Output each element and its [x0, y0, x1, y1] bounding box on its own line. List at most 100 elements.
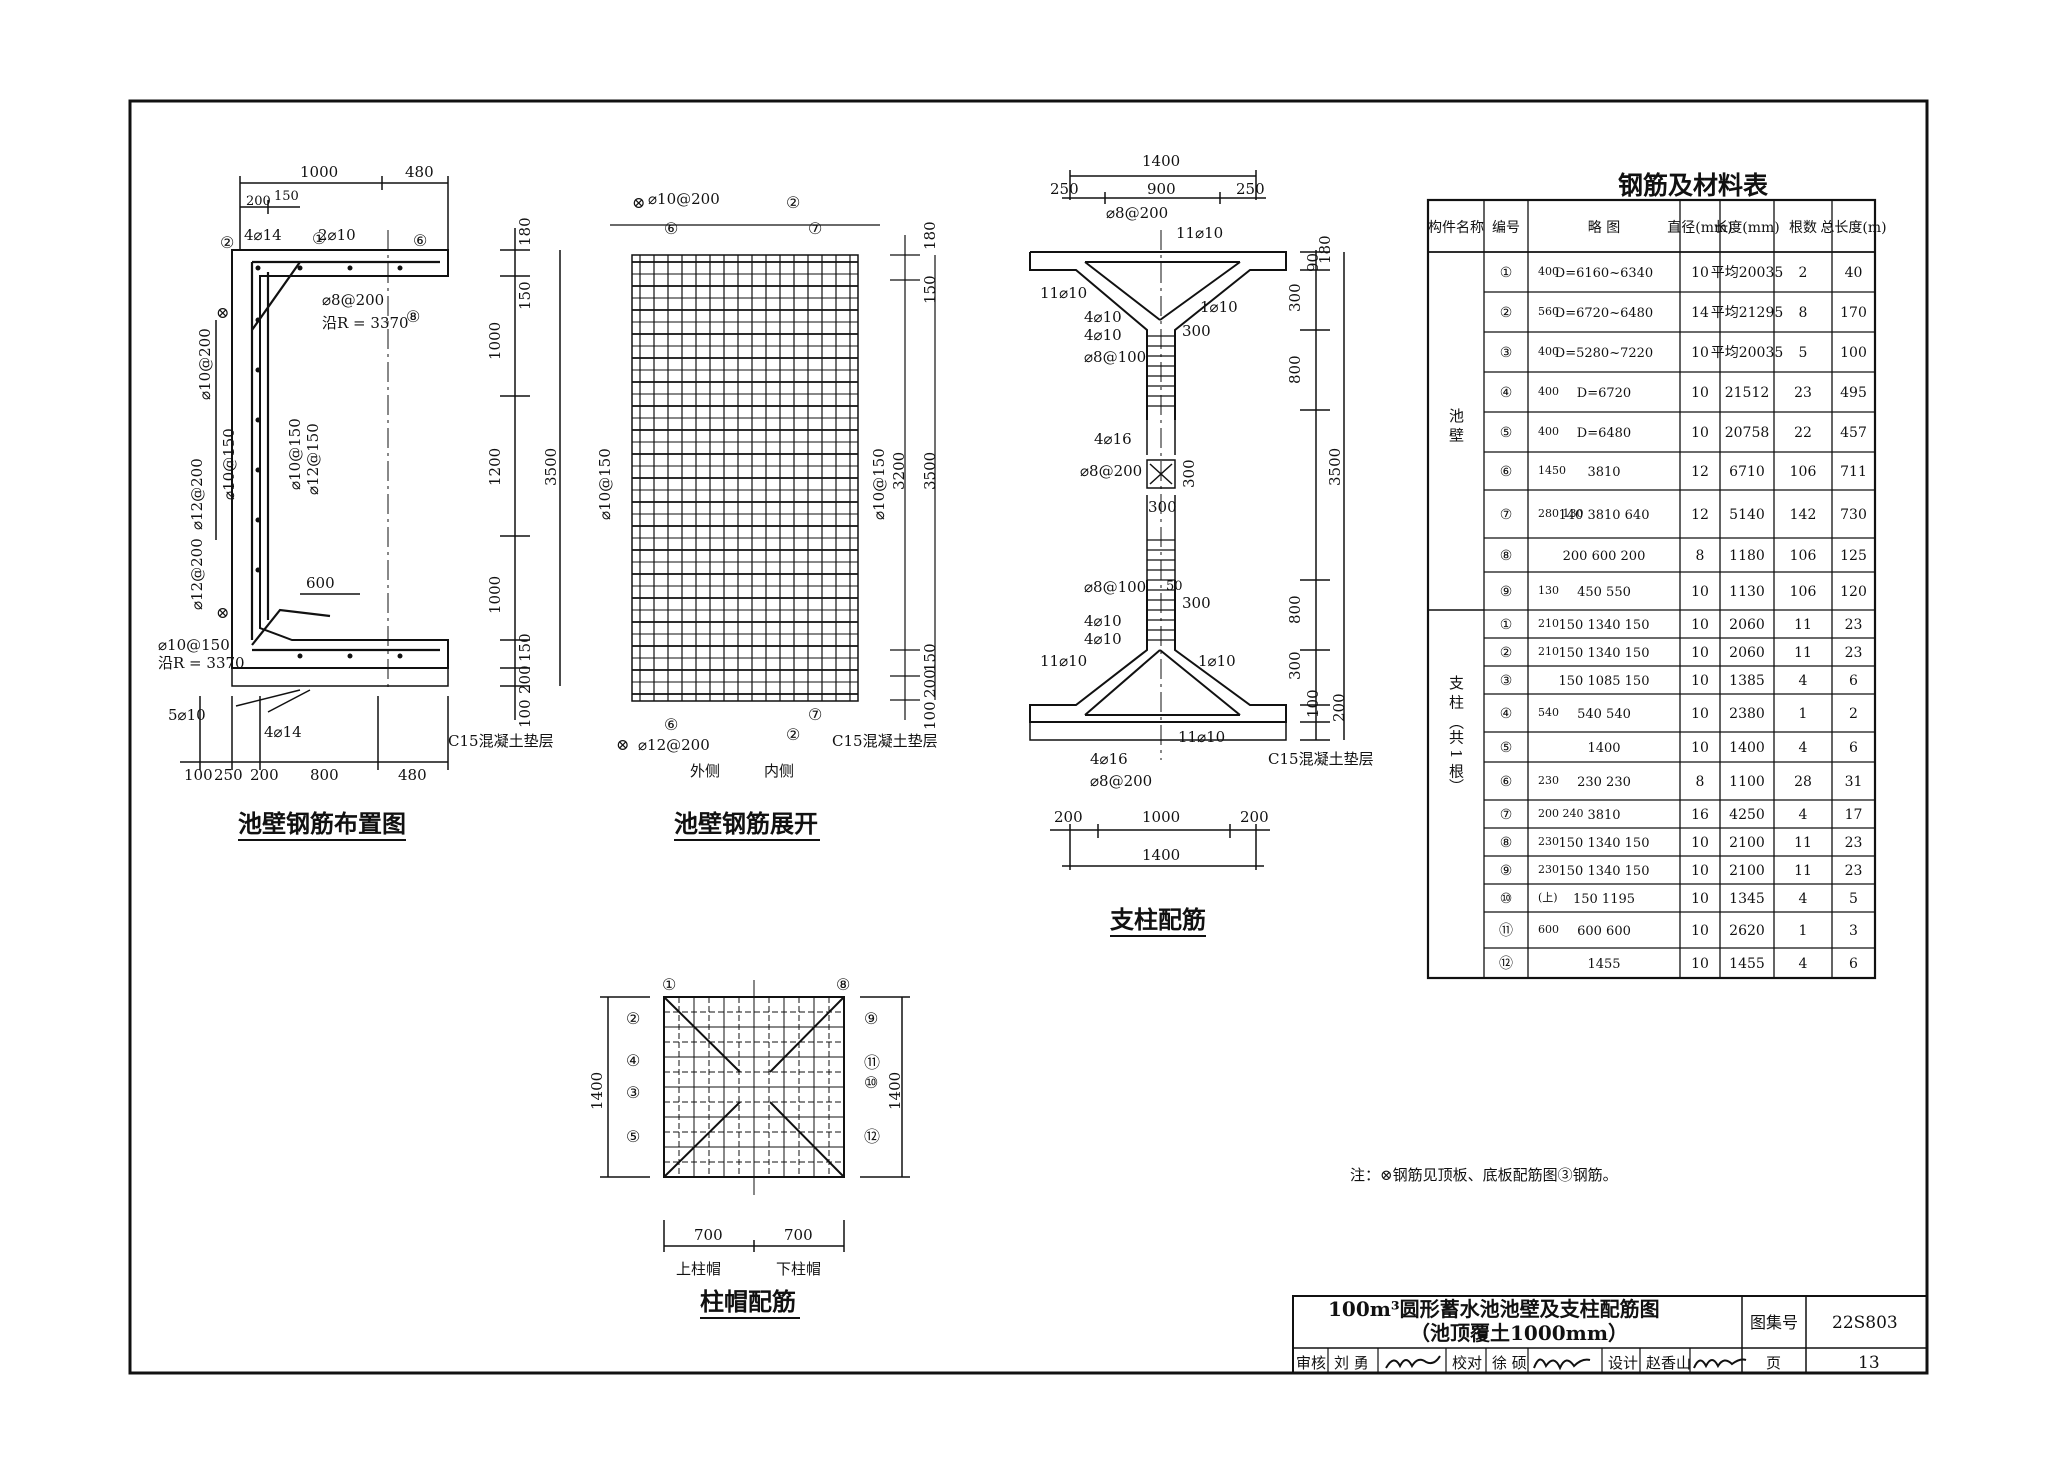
table-cell-15-5: 17: [1845, 807, 1863, 823]
table-header-3: 直径(mm): [1667, 219, 1732, 236]
table-title: 钢筋及材料表: [1618, 171, 1769, 200]
unfold-top-label: ⌀10@200: [648, 190, 720, 208]
marker-6c: ⑥: [664, 715, 678, 734]
table-cell-19-4: 1: [1799, 923, 1808, 939]
col-dim-bot-1: 200: [1054, 808, 1083, 826]
table-cell-16-3: 2100: [1729, 835, 1765, 851]
table-cell-9-4: 11: [1794, 617, 1812, 633]
table-cell-7-1: 200 600 200: [1563, 549, 1646, 564]
unfold-left-label: ⌀10@150: [596, 448, 614, 520]
table-cell-7-5: 125: [1840, 548, 1867, 564]
table-cell-5-1: 3810: [1587, 465, 1620, 480]
title-line1: 100m³圆形蓄水池池壁及支柱配筋图: [1328, 1297, 1660, 1321]
marker-cap12: ⑫: [864, 1127, 880, 1146]
col-bar-15: 4⌀10: [1084, 612, 1122, 630]
marker-cap3: ③: [626, 1083, 640, 1102]
marker-x3: ⊗: [632, 193, 645, 212]
table-cell-18-4: 4: [1799, 891, 1808, 907]
table-cell-12-1: 540 540: [1577, 707, 1631, 722]
table-side-16: 230: [1538, 835, 1559, 848]
col-bar-18: 1⌀10: [1198, 652, 1236, 670]
table-cell-7-2: 8: [1696, 548, 1705, 564]
col-bar-1: ⌀8@200: [1106, 204, 1168, 222]
wall-layout-view: [180, 176, 561, 770]
col-bar-14: 300: [1182, 594, 1211, 612]
callout-markers: ① ② ⑥ ⑧ ⊗ ⊗ ⊗ ⊗ ② ⑦ ⑥ ⑥ ② ⑦ ① ⑧ ② ④ ③ ⑤ …: [216, 193, 880, 1146]
table-side-9: 210: [1538, 617, 1559, 630]
table-cell-19-0: ⑪: [1499, 923, 1513, 939]
title-block-texts: 100m³圆形蓄水池池壁及支柱配筋图 （池顶覆土1000mm） 图集号 22S8…: [1296, 1297, 1898, 1373]
table-cell-1-2: 14: [1691, 305, 1709, 321]
marker-2b: ②: [786, 193, 800, 212]
wall-bar-13: 沿R = 3370: [158, 654, 245, 672]
table-cell-3-5: 495: [1840, 385, 1867, 401]
table-cell-5-2: 12: [1691, 464, 1709, 480]
table-cell-5-0: ⑥: [1500, 464, 1513, 480]
marker-cap10: ⑩: [864, 1073, 878, 1092]
table-side-0: 400: [1538, 265, 1559, 278]
table-cell-0-5: 40: [1845, 265, 1863, 281]
table-cell-1-3: 平均21295: [1711, 305, 1784, 321]
col-bar-6: ⌀8@100: [1084, 348, 1146, 366]
designer: 赵香山: [1646, 1354, 1691, 1372]
col-bar-22: 50: [1166, 579, 1183, 594]
unfold-dim-r-4: 3500: [921, 452, 939, 490]
table-cell-1-0: ②: [1500, 305, 1513, 321]
table-cell-19-5: 3: [1849, 923, 1858, 939]
table-cell-16-5: 23: [1845, 835, 1863, 851]
table-cell-6-2: 12: [1691, 507, 1709, 523]
col-bar-2: 11⌀10: [1176, 224, 1223, 242]
table-cell-6-4: 142: [1790, 507, 1817, 523]
table-cell-15-1: 3810: [1587, 808, 1620, 823]
table-cell-9-3: 2060: [1729, 617, 1765, 633]
table-side-17: 230: [1538, 863, 1559, 876]
page-label: 页: [1766, 1354, 1781, 1372]
wall-bar-3: ⌀8@200: [322, 291, 384, 309]
wall-bar-15: 4⌀14: [264, 723, 302, 741]
table-cell-7-4: 106: [1790, 548, 1817, 564]
table-cell-15-0: ⑦: [1500, 807, 1513, 823]
table-cell-6-0: ⑦: [1500, 507, 1513, 523]
cap-caption-bottom: 下柱帽: [776, 1260, 821, 1278]
marker-x1: ⊗: [216, 303, 229, 322]
marker-x2: ⊗: [216, 603, 229, 622]
review-label: 审核: [1296, 1354, 1326, 1372]
table-cell-14-2: 8: [1696, 774, 1705, 790]
table-cell-11-0: ③: [1500, 673, 1513, 689]
marker-6b: ⑥: [664, 219, 678, 238]
table-side-12: 540: [1538, 706, 1559, 719]
atlas-label: 图集号: [1750, 1313, 1798, 1332]
table-cell-19-2: 10: [1691, 923, 1709, 939]
table-cell-2-2: 10: [1691, 345, 1709, 361]
col-dim-bot-3: 200: [1240, 808, 1269, 826]
col-bar-20: 4⌀16: [1090, 750, 1128, 768]
table-cell-18-2: 10: [1691, 891, 1709, 907]
col-dim-r-5: 3500: [1326, 448, 1344, 486]
table-cell-9-0: ①: [1500, 617, 1513, 633]
table-side-2: 400: [1538, 345, 1559, 358]
table-side-15: 200 240: [1538, 807, 1584, 820]
wall-dim-r-3: 1000: [486, 322, 504, 360]
table-cell-12-4: 1: [1799, 706, 1808, 722]
wall-dim-r-9: 3500: [542, 448, 560, 486]
table-cell-17-2: 10: [1691, 863, 1709, 879]
table-cell-4-3: 20758: [1725, 425, 1770, 441]
wall-dim-top-1: 1000: [300, 163, 338, 181]
marker-cap2: ②: [626, 1009, 640, 1028]
table-side-8: 130: [1538, 584, 1559, 597]
marker-cap9: ⑨: [864, 1009, 878, 1028]
col-bar-3: 11⌀10: [1040, 284, 1087, 302]
marker-2c: ②: [786, 725, 800, 744]
table-cell-20-2: 10: [1691, 956, 1709, 972]
table-cell-0-1: D=6160~6340: [1555, 266, 1653, 281]
table-cell-13-0: ⑤: [1500, 740, 1513, 756]
wall-dim-r-6: 150: [516, 633, 534, 662]
table-header-6: 总长度(m): [1820, 220, 1886, 236]
table-group-1: 支 柱 （共 1 根）: [1447, 675, 1465, 794]
table-cell-10-4: 11: [1794, 645, 1812, 661]
table-side-4: 400: [1538, 425, 1559, 438]
table-cell-11-2: 10: [1691, 673, 1709, 689]
table-cell-4-2: 10: [1691, 425, 1709, 441]
table-cell-8-0: ⑨: [1500, 584, 1513, 600]
design-label: 设计: [1608, 1354, 1638, 1372]
